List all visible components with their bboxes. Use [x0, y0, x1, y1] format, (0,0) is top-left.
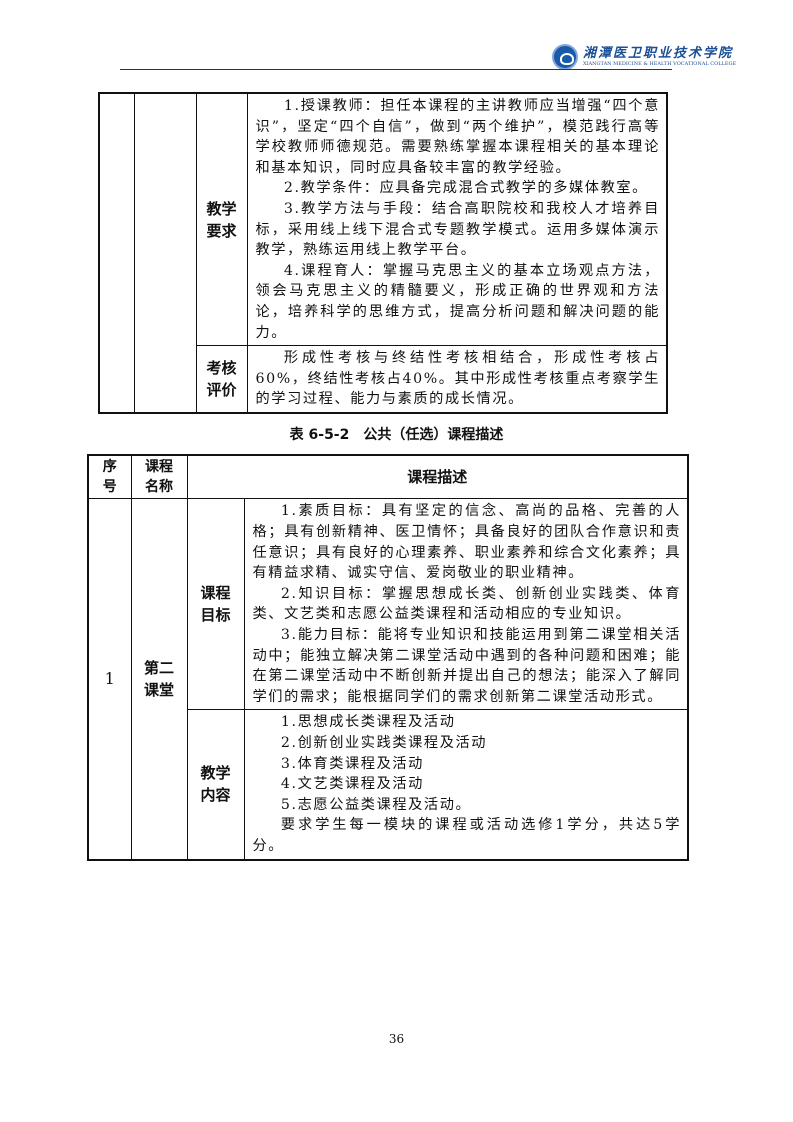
- logo-text-cn: 湘潭医卫职业技术学院: [583, 45, 734, 61]
- table-caption: 表 6-5-2 公共（任选）课程描述: [289, 426, 504, 443]
- teaching-requirements-content: 1.授课教师：担任本课程的主讲教师应当增强“四个意识”，坚定“四个自信”，做到“…: [246, 92, 668, 347]
- paragraph: 形成性考核与终结性考核相结合，形成性考核占60%，终结性考核占40%。其中形成性…: [255, 350, 660, 408]
- label-assessment: 考核 评价: [195, 345, 248, 414]
- list-item: 2.创新创业实践类课程及活动: [280, 734, 488, 751]
- list-item: 4.文艺类课程及活动: [280, 776, 424, 793]
- list-item: 3.体育类课程及活动: [280, 755, 424, 772]
- paragraph: 3.教学方法与手段：结合高职院校和我校人才培养目标，采用线上线下混合式专题教学模…: [255, 200, 660, 259]
- header-course-description: 课程描述: [186, 454, 689, 500]
- empty-cell: [133, 92, 197, 414]
- course-name: 第二 课堂: [130, 498, 188, 860]
- row-number: 1: [87, 498, 132, 860]
- empty-cell: [98, 92, 135, 414]
- list-item: 5.志愿公益类课程及活动。: [280, 796, 472, 813]
- college-logo: 湘潭医卫职业技术学院 XIANGTAN MEDICINE & HEALTH VO…: [552, 44, 736, 70]
- paragraph: 2.教学条件：应具备完成混合式教学的多媒体教室。: [283, 180, 648, 197]
- assessment-content: 形成性考核与终结性考核相结合，形成性考核占60%，终结性考核占40%。其中形成性…: [246, 345, 668, 414]
- header-no: 序 号: [87, 454, 132, 500]
- paragraph: 2.知识目标：掌握思想成长类、创新创业实践类、体育类、文艺类和志愿公益类课程和活…: [252, 585, 681, 623]
- header-course-name: 课程 名称: [130, 454, 188, 500]
- course-objectives-content: 1.素质目标：具有坚定的信念、高尚的品格、完善的人格；具有创新精神、医卫情怀；具…: [243, 498, 689, 711]
- label-teaching-content: 教学 内容: [186, 709, 245, 860]
- paragraph: 1.授课教师：担任本课程的主讲教师应当增强“四个意识”，坚定“四个自信”，做到“…: [255, 98, 660, 176]
- header-rule: [120, 69, 672, 70]
- credit-requirement: 要求学生每一模块的课程或活动选修1学分，共达5学分。: [252, 817, 681, 854]
- label-teaching-requirements: 教学 要求: [195, 92, 248, 347]
- teaching-content-list: 1.思想成长类课程及活动 2.创新创业实践类课程及活动 3.体育类课程及活动 4…: [243, 709, 689, 860]
- logo-text-en: XIANGTAN MEDICINE & HEALTH VOCATIONAL CO…: [583, 60, 737, 67]
- course-table-continued: 教学 要求 1.授课教师：担任本课程的主讲教师应当增强“四个意识”，坚定“四个自…: [98, 92, 668, 414]
- paragraph: 4.课程育人：掌握马克思主义的基本立场观点方法，领会马克思主义的精髓要义，形成正…: [255, 262, 660, 341]
- public-elective-course-table: 序 号 课程 名称 课程描述 1 第二 课堂 课程 目标 1.素质目标：具有坚定…: [87, 453, 689, 861]
- paragraph: 1.素质目标：具有坚定的信念、高尚的品格、完善的人格；具有创新精神、医卫情怀；具…: [252, 503, 681, 582]
- label-course-objectives: 课程 目标: [186, 498, 245, 711]
- college-emblem-icon: [552, 44, 578, 70]
- page-body: 教学 要求 1.授课教师：担任本课程的主讲教师应当增强“四个意识”，坚定“四个自…: [0, 92, 793, 861]
- paragraph: 3.能力目标：能将专业知识和技能运用到第二课堂相关活动中；能独立解决第二课堂活动…: [252, 626, 681, 705]
- list-item: 1.思想成长类课程及活动: [280, 714, 456, 731]
- page-number: 36: [388, 1032, 405, 1046]
